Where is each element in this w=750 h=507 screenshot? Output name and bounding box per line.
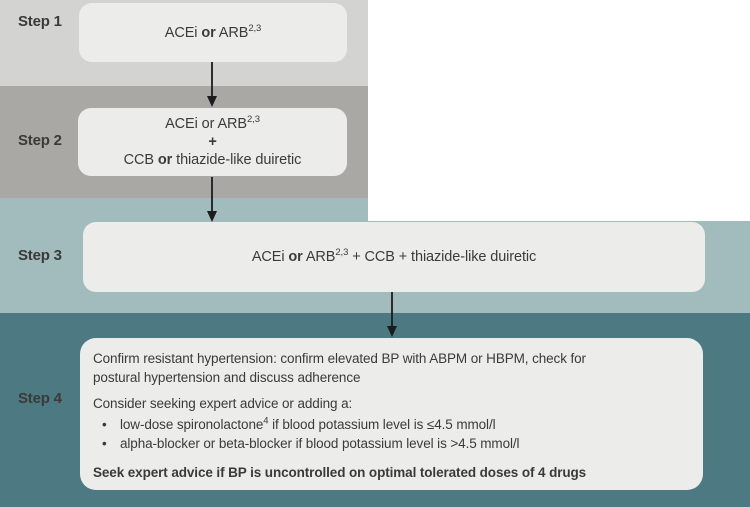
step1-node: ACEi or ARB2,3	[79, 3, 347, 62]
step2-node: ACEi or ARB2,3 + CCB or thiazide-like du…	[78, 108, 347, 176]
bullet-text: alpha-blocker or beta-blocker if blood p…	[120, 436, 520, 451]
list-item: • low-dose spironolactone4 if blood potas…	[93, 415, 689, 434]
step4-seek-advice-paragraph: Seek expert advice if BP is uncontrolled…	[93, 465, 587, 480]
step2-node-line1: ACEi or ARB2,3	[165, 114, 260, 132]
step2-node-line3: CCB or thiazide-like duiretic	[123, 152, 302, 168]
step1-label: Step 1	[18, 13, 62, 30]
step4-consider-paragraph: Consider seeking expert advice or adding…	[93, 396, 353, 411]
step3-node: ACEi or ARB2,3 + CCB + thiazide-like dui…	[83, 222, 705, 292]
bullet-text: low-dose spironolactone4 if blood potass…	[120, 415, 496, 432]
bullet-icon: •	[102, 417, 107, 432]
step1-node-text: ACEi or ARB2,3	[164, 22, 262, 41]
step3-node-text: ACEi or ARB2,3 + CCB + thiazide-like dui…	[251, 247, 537, 265]
list-item: • alpha-blocker or beta-blocker if blood …	[93, 434, 689, 453]
step2-node-plus: +	[208, 134, 217, 150]
step4-node: Confirm resistant hypertension: confirm …	[80, 338, 703, 490]
arrow-down-icon	[204, 177, 220, 223]
step4-label: Step 4	[18, 390, 62, 407]
arrow-down-icon	[384, 292, 400, 338]
step4-bullet-list: • low-dose spironolactone4 if blood potas…	[93, 415, 689, 453]
step4-confirm-paragraph: Confirm resistant hypertension: confirm …	[93, 351, 586, 385]
step3-label: Step 3	[18, 247, 62, 264]
step2-label: Step 2	[18, 132, 62, 149]
arrow-down-icon	[204, 62, 220, 108]
bullet-icon: •	[102, 436, 107, 451]
